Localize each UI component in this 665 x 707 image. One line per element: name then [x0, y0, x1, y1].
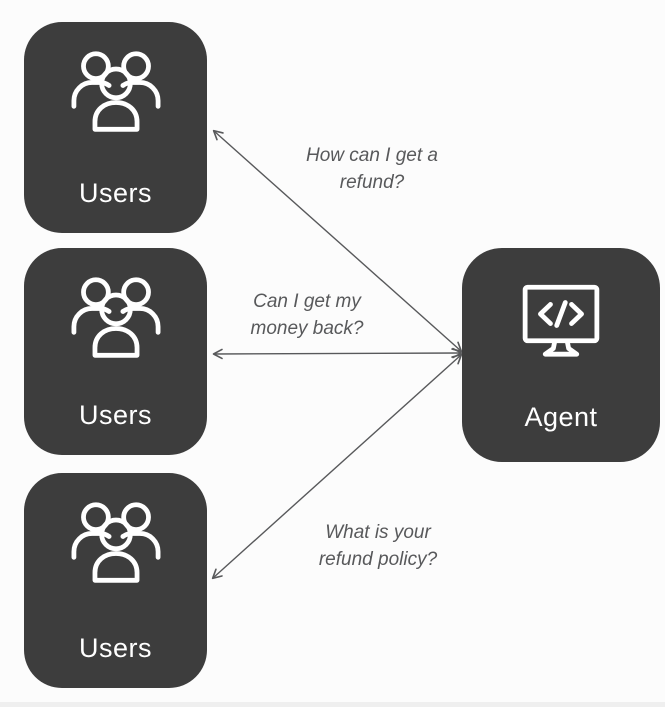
node-users-1-label: Users: [78, 178, 152, 208]
users-group-icon: [66, 274, 166, 362]
node-users-3: Users: [24, 473, 207, 688]
code-monitor-icon: [515, 281, 607, 369]
node-users-3-label: Users: [78, 633, 152, 663]
node-users-1: Users: [24, 22, 207, 233]
users-group-icon: [66, 499, 166, 587]
edge-label-line: What is your: [325, 522, 431, 543]
users-group-icon: [66, 48, 166, 136]
node-users-2-label: Users: [78, 400, 152, 430]
node-agent-label: Agent: [524, 402, 598, 432]
bottom-edge-strip: [0, 702, 665, 707]
edge-label-line: money back?: [250, 318, 364, 339]
node-agent: Agent: [462, 248, 660, 462]
edge-label-refund-question-3: What is your refund policy?: [319, 519, 437, 573]
edge-label-refund-question-2: Can I get my money back?: [250, 288, 363, 342]
edge-label-line: How can I get a: [305, 145, 439, 166]
edge-label-line: refund?: [339, 172, 405, 193]
node-users-2: Users: [24, 248, 207, 455]
arrow-users2-agent: [212, 347, 463, 360]
edge-label-line: refund policy?: [318, 549, 438, 570]
edge-label-refund-question-1: How can I get a refund?: [306, 142, 438, 196]
edge-label-line: Can I get my: [253, 291, 361, 312]
